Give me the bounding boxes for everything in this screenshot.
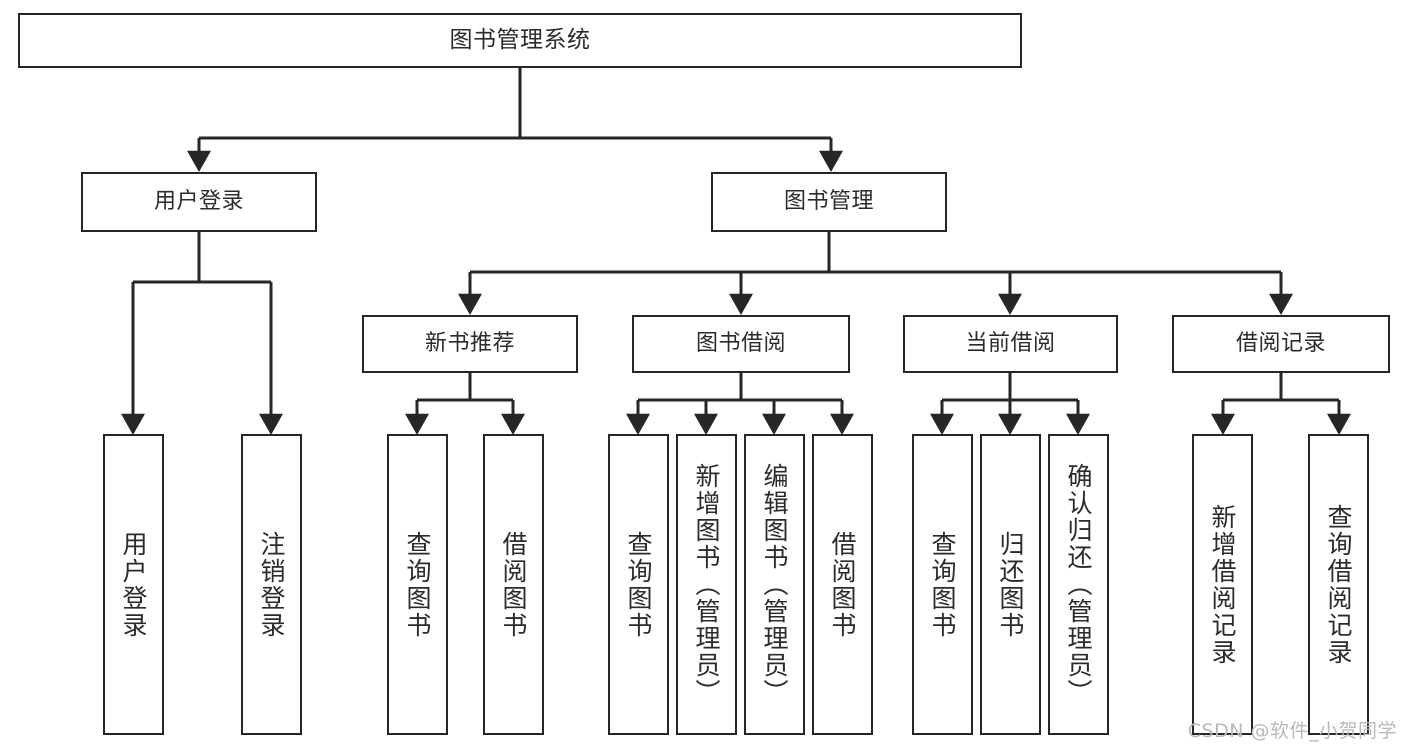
leaf-query-borrow-record[interactable]: 查询借阅记录 — [1308, 434, 1369, 735]
node-label: 用户登录 — [119, 530, 148, 639]
node-book-management[interactable]: 图书管理 — [711, 172, 947, 232]
csdn-watermark: CSDN @软件_小贺同学 — [1187, 720, 1397, 742]
node-label: 新增借阅记录 — [1208, 503, 1237, 666]
node-label: 查询图书 — [403, 530, 432, 639]
node-label: 借阅图书 — [828, 530, 857, 639]
node-root-book-management-system[interactable]: 图书管理系统 — [18, 13, 1022, 68]
node-label: 归还图书 — [996, 530, 1025, 639]
node-label: 注销登录 — [257, 530, 286, 639]
node-label: 图书管理 — [783, 189, 874, 215]
node-label: 编辑图书（管理员） — [760, 463, 789, 706]
node-label: 借阅记录 — [1235, 331, 1326, 357]
leaf-edit-book-admin[interactable]: 编辑图书（管理员） — [744, 434, 805, 735]
leaf-logout[interactable]: 注销登录 — [241, 434, 302, 735]
leaf-borrow-book-recommend[interactable]: 借阅图书 — [483, 434, 544, 735]
node-label: 新增图书（管理员） — [692, 463, 721, 706]
node-book-borrow[interactable]: 图书借阅 — [632, 315, 850, 373]
leaf-add-book-admin[interactable]: 新增图书（管理员） — [676, 434, 737, 735]
node-label: 借阅图书 — [499, 530, 528, 639]
leaf-confirm-return-admin[interactable]: 确认归还（管理员） — [1048, 434, 1109, 735]
leaf-return-book[interactable]: 归还图书 — [980, 434, 1041, 735]
node-user-login[interactable]: 用户登录 — [81, 172, 317, 232]
node-label: 当前借阅 — [965, 331, 1056, 357]
leaf-user-login[interactable]: 用户登录 — [103, 434, 164, 735]
node-label: 确认归还（管理员） — [1064, 463, 1093, 706]
node-label: 查询借阅记录 — [1324, 503, 1353, 666]
node-current-borrow[interactable]: 当前借阅 — [903, 315, 1118, 373]
node-label: 用户登录 — [153, 189, 244, 215]
node-borrow-record[interactable]: 借阅记录 — [1172, 315, 1390, 373]
node-label: 图书借阅 — [695, 331, 786, 357]
leaf-query-book-borrow[interactable]: 查询图书 — [608, 434, 669, 735]
node-label: 新书推荐 — [424, 331, 515, 357]
leaf-query-book-current[interactable]: 查询图书 — [912, 434, 973, 735]
node-label: 图书管理系统 — [449, 27, 591, 54]
node-new-book-recommend[interactable]: 新书推荐 — [362, 315, 578, 373]
node-label: 查询图书 — [624, 530, 653, 639]
leaf-query-book-recommend[interactable]: 查询图书 — [387, 434, 448, 735]
leaf-borrow-book[interactable]: 借阅图书 — [812, 434, 873, 735]
leaf-add-borrow-record[interactable]: 新增借阅记录 — [1192, 434, 1253, 735]
node-label: 查询图书 — [928, 530, 957, 639]
